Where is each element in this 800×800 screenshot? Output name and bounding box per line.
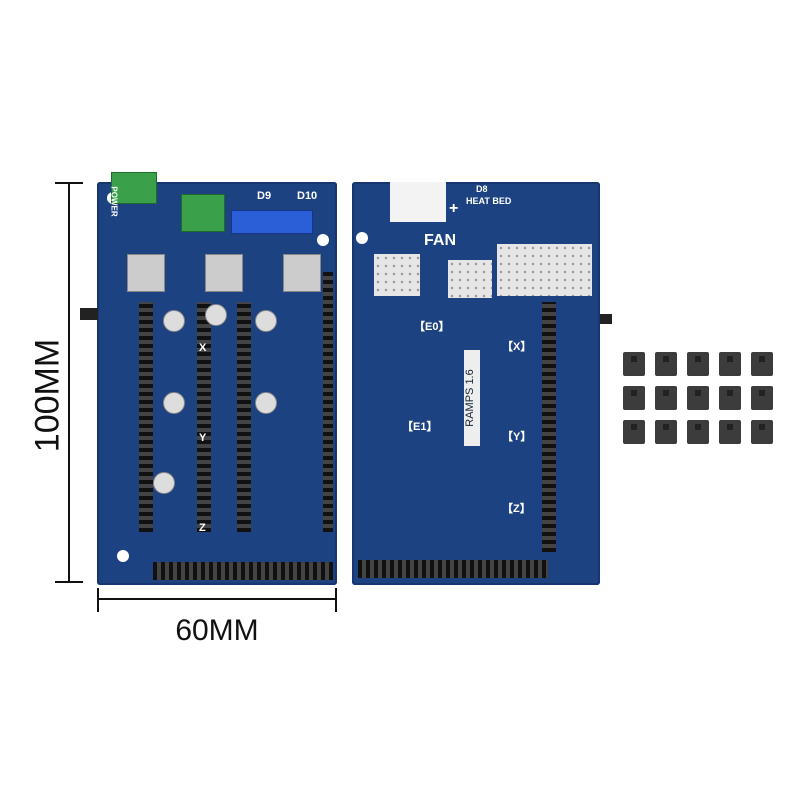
mount-hole xyxy=(317,234,329,246)
pin-header xyxy=(323,272,333,532)
capacitor xyxy=(255,310,277,332)
jumper-cap xyxy=(751,420,773,444)
capacitor xyxy=(163,310,185,332)
driver-socket xyxy=(237,302,251,532)
connector-shadow xyxy=(390,182,446,222)
capacitor xyxy=(163,392,185,414)
mosfet xyxy=(283,254,321,292)
model-label: RAMPS 1.6 xyxy=(464,350,480,446)
width-dimension-cap-left xyxy=(97,588,99,612)
solder-pad xyxy=(448,260,492,298)
width-dimension-cap-right xyxy=(335,588,337,612)
jumper-cap xyxy=(719,386,741,410)
height-dimension-line xyxy=(68,183,70,583)
pcb-board-front: POWER D9 D10 X Y Z xyxy=(97,172,337,585)
height-dimension-cap-bottom xyxy=(55,581,83,583)
x-label: 【X】 xyxy=(502,341,532,353)
solder-pad xyxy=(374,254,420,296)
jumper-cap xyxy=(751,386,773,410)
mosfet xyxy=(127,254,165,292)
jumper-cap xyxy=(719,352,741,376)
mosfet xyxy=(205,254,243,292)
driver-socket xyxy=(197,302,211,532)
mount-hole xyxy=(356,232,368,244)
y-label: 【Y】 xyxy=(502,431,532,443)
jumper-cap xyxy=(719,420,741,444)
power-label: POWER xyxy=(109,186,119,217)
e1-label: 【E1】 xyxy=(402,421,438,433)
power-terminal-2 xyxy=(181,194,225,232)
z-label: Z xyxy=(199,522,206,534)
jumper-cap xyxy=(623,352,645,376)
height-dimension-cap-top xyxy=(55,182,83,184)
jumper-set xyxy=(623,352,775,444)
jumper-cap xyxy=(623,420,645,444)
jumper-cap xyxy=(687,352,709,376)
reset-button xyxy=(600,314,612,324)
capacitor xyxy=(153,472,175,494)
width-dimension-label: 60MM xyxy=(175,614,259,647)
heat-bed-label: HEAT BED xyxy=(466,196,512,206)
d10-label: D10 xyxy=(297,190,318,202)
jumper-cap xyxy=(655,420,677,444)
output-terminal xyxy=(231,210,313,234)
fan-label: FAN xyxy=(424,232,456,249)
reset-button xyxy=(80,308,98,320)
pin-header-bottom xyxy=(153,562,333,580)
capacitor xyxy=(205,304,227,326)
z-label: 【Z】 xyxy=(502,503,531,515)
x-label: X xyxy=(199,342,207,354)
jumper-cap xyxy=(655,386,677,410)
width-dimension-line xyxy=(97,598,337,600)
d9-label: D9 xyxy=(257,190,272,202)
pcb-board-back: FAN + HEAT BED D8 【E0】 【E1】 【X】 【Y】 【Z】 … xyxy=(352,182,600,585)
solder-pad xyxy=(497,244,592,296)
jumper-cap xyxy=(655,352,677,376)
y-label: Y xyxy=(199,432,207,444)
jumper-cap xyxy=(751,352,773,376)
d8-label: D8 xyxy=(476,184,488,194)
pin-header xyxy=(542,302,556,552)
jumper-cap xyxy=(687,386,709,410)
power-terminal xyxy=(111,172,157,204)
driver-socket xyxy=(139,302,153,532)
height-dimension-label: 100MM xyxy=(28,338,67,453)
capacitor xyxy=(255,392,277,414)
jumper-cap xyxy=(687,420,709,444)
fan-plus-label: + xyxy=(449,200,459,217)
jumper-cap xyxy=(623,386,645,410)
e0-label: 【E0】 xyxy=(414,321,450,333)
mount-hole xyxy=(117,550,129,562)
pin-header-bottom xyxy=(358,560,548,578)
